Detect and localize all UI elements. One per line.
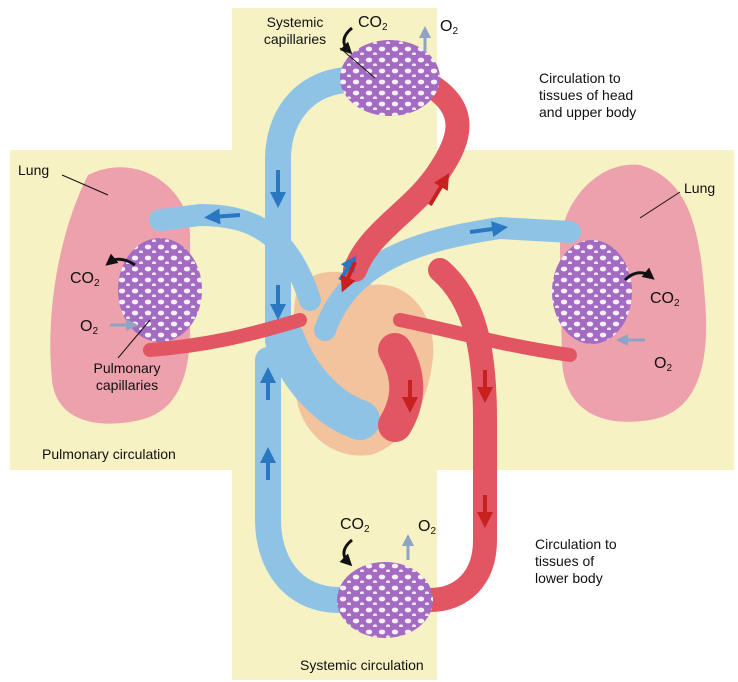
- circulation-lower-label-line3: lower body: [535, 570, 685, 587]
- systemic-capillaries-label-line1: Systemic: [250, 14, 340, 31]
- circulation-head-label-line1: Circulation to: [539, 70, 709, 87]
- circulation-head-label-line3: and upper body: [539, 104, 709, 121]
- systemic-capillaries-label: Systemic capillaries: [250, 14, 340, 48]
- o2-label-left: O2: [80, 318, 98, 335]
- lung-left-label: Lung: [18, 162, 49, 179]
- systemic-capillaries-label-line2: capillaries: [250, 31, 340, 48]
- circulation-lower-label-line2: tissues of: [535, 553, 685, 570]
- co2-label-right: CO2: [650, 290, 680, 307]
- pulmonary-capillaries-label-line1: Pulmonary: [72, 360, 182, 377]
- flow-arrow-blue: [212, 215, 240, 217]
- o2-label-right: O2: [654, 355, 672, 372]
- pulmonary-capillaries-label-line2: capillaries: [72, 377, 182, 394]
- left-heart-chamber: [395, 350, 406, 425]
- pulmonary-circulation-label: Pulmonary circulation: [42, 446, 176, 463]
- co2-label-top: CO2: [358, 14, 388, 31]
- co2-label-left: CO2: [70, 270, 100, 287]
- lung-right-label: Lung: [684, 180, 715, 197]
- pulmonary-capillaries-label: Pulmonary capillaries: [72, 360, 182, 394]
- circulation-head-label-line2: tissues of head: [539, 87, 709, 104]
- circulation-head-label: Circulation to tissues of head and upper…: [539, 70, 709, 121]
- o2-label-top: O2: [440, 18, 458, 35]
- circulation-lower-label: Circulation to tissues of lower body: [535, 536, 685, 587]
- systemic-circulation-label: Systemic circulation: [300, 657, 424, 674]
- o2-label-bottom: O2: [418, 518, 436, 535]
- co2-label-bottom: CO2: [340, 516, 370, 533]
- circulation-lower-label-line1: Circulation to: [535, 536, 685, 553]
